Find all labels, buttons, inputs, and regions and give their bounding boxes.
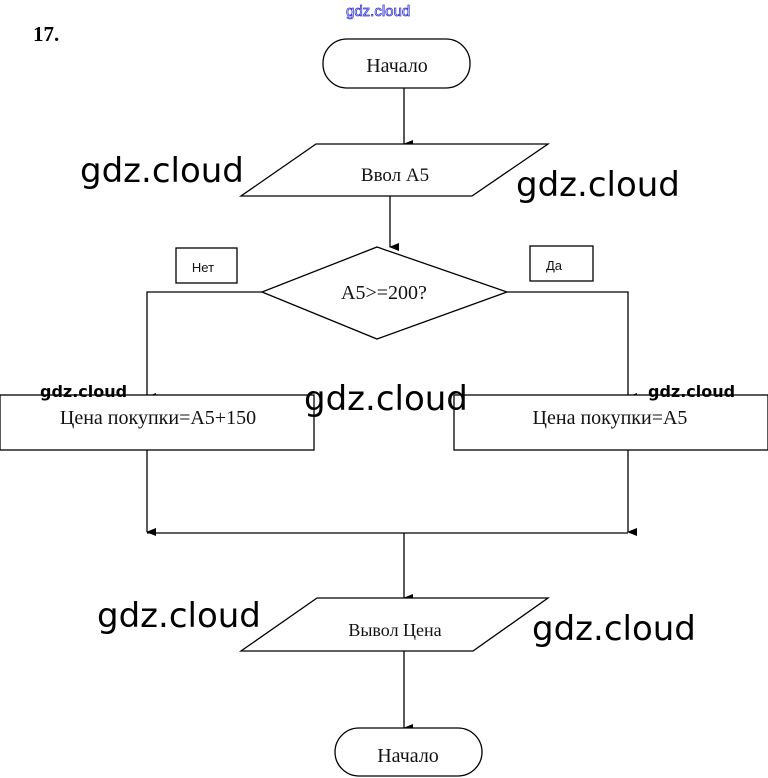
output-parallelogram: [238, 597, 551, 652]
no-label: Нет: [192, 260, 214, 275]
yes-branch-label: Цена покупки=А5: [533, 407, 688, 429]
decision-label: А5>=200?: [341, 282, 427, 304]
no-process-box: [0, 394, 315, 451]
input-label: Ввол А5: [361, 165, 429, 186]
watermark-top: gdz.cloud: [346, 3, 411, 20]
start-label: Начало: [366, 55, 428, 77]
watermark-left-lower: gdz.cloud: [97, 596, 261, 636]
end-label: Начало: [377, 745, 439, 767]
yes-branch-line: [507, 291, 637, 401]
no-branch-label: Цена покупки=А5+150: [60, 407, 256, 429]
yes-process-box: [453, 394, 768, 451]
watermark-right-lower: gdz.cloud: [532, 609, 696, 649]
decision-diamond: [260, 246, 509, 340]
no-label-box: [175, 247, 238, 284]
output-label: Вывол Цена: [348, 620, 441, 640]
watermark-left-small: gdz.cloud: [40, 382, 128, 401]
input-parallelogram: [238, 143, 551, 197]
watermark-right-upper: gdz.cloud: [516, 165, 680, 205]
watermark-center: gdz.cloud: [304, 379, 468, 419]
yes-label-box: [529, 245, 594, 282]
no-branch-line: [146, 291, 262, 401]
watermark-left-upper: gdz.cloud: [80, 151, 244, 191]
problem-number: 17.: [33, 22, 60, 46]
end-terminator: [334, 727, 483, 777]
yes-label: Да: [546, 258, 563, 273]
start-terminator: [322, 38, 471, 89]
watermark-right-small: gdz.cloud: [648, 382, 736, 401]
